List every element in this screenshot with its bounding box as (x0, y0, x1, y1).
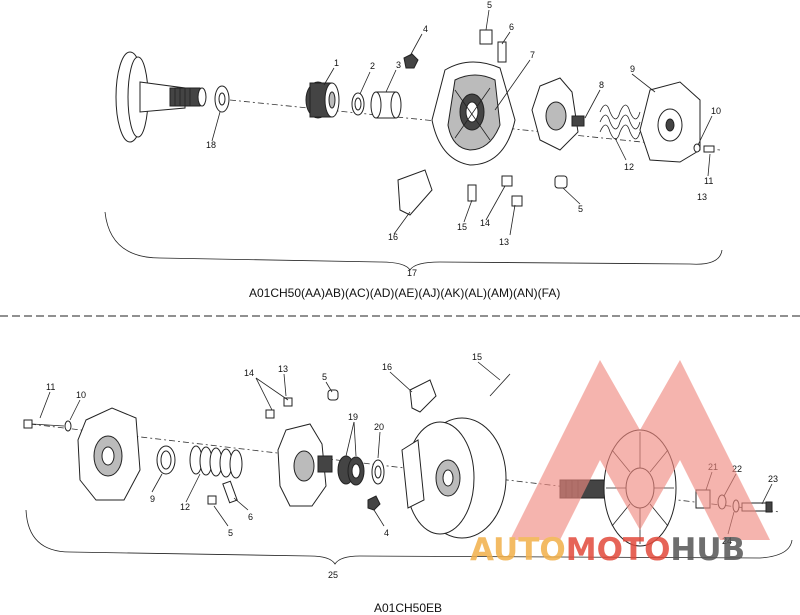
bottom-part-bushings (337, 455, 365, 486)
top-callout-6: 6 (509, 22, 514, 32)
bottom-part-ring-20 (371, 459, 385, 485)
bottom-part-bolt-15 (489, 373, 511, 397)
bottom-part-cover (77, 407, 141, 501)
bottom-callout-6: 6 (248, 512, 253, 522)
top-part-fixed-sheave (115, 51, 207, 143)
bottom-part-nut (367, 495, 381, 511)
bottom-part-cap (327, 389, 339, 401)
bottom-part-weight (409, 379, 437, 413)
bottom-callout-12: 12 (180, 502, 190, 512)
top-callout-15: 15 (457, 222, 467, 232)
top-part-spider (531, 77, 585, 151)
top-exploded-view: 1 2 3 4 5 6 7 8 9 10 11 12 13 14 15 16 1… (104, 0, 723, 300)
bottom-callout-5: 5 (322, 372, 327, 382)
top-part-washer (214, 85, 230, 113)
bottom-callout-11: 11 (46, 382, 55, 392)
top-callout-12: 12 (624, 162, 634, 172)
top-part-spring (599, 104, 641, 140)
bottom-part-spider (277, 423, 333, 507)
top-part-bushing (305, 81, 340, 119)
top-part-cover (639, 81, 701, 163)
top-callout-5b: 5 (578, 204, 583, 214)
bottom-callout-5b: 5 (228, 528, 233, 538)
bottom-assembly-bracket (25, 509, 793, 565)
top-part-bolt-15 (467, 184, 477, 202)
bottom-callout-15: 15 (472, 352, 482, 362)
watermark-text-auto: AUTO (470, 532, 566, 568)
bottom-part-bolt (23, 419, 65, 429)
automotohub-watermark: AUTOMOTOHUB (470, 360, 770, 568)
top-leader-lines (211, 9, 713, 236)
top-part-pins (479, 29, 507, 63)
bottom-callout-24: 24 (722, 536, 732, 546)
bottom-part-ring (156, 445, 176, 475)
bottom-callout-16: 16 (382, 362, 392, 372)
bottom-callout-13: 13 (278, 364, 288, 374)
top-callout-13: 13 (499, 237, 509, 247)
top-callout-7: 7 (530, 50, 535, 60)
bottom-callout-22: 22 (732, 464, 742, 474)
watermark-text-moto: MOTO (566, 532, 671, 568)
top-callout-13b: 13 (697, 192, 707, 202)
bottom-part-nuts (265, 397, 293, 419)
top-callout-2: 2 (370, 61, 375, 71)
top-model-label: A01CH50(AA)AB)(AC)(AD)(AE)(AJ)(AK)(AL)(A… (249, 286, 560, 300)
top-callout-17: 17 (407, 268, 417, 278)
top-callout-18: 18 (206, 140, 216, 150)
top-callouts: 1 2 3 4 5 6 7 8 9 10 11 12 13 14 15 16 1… (206, 0, 721, 278)
top-callout-8: 8 (599, 80, 604, 90)
top-assembly-bracket (104, 211, 723, 271)
top-callout-5: 5 (487, 0, 492, 10)
top-part-nut-14 (501, 175, 523, 207)
bottom-callout-19: 19 (348, 412, 358, 422)
top-callout-4: 4 (423, 24, 428, 34)
top-part-movable-sheave (431, 61, 516, 166)
bottom-part-spring (189, 445, 243, 479)
bottom-callout-25: 25 (328, 570, 338, 580)
top-callout-3: 3 (396, 60, 401, 70)
watermark-text-hub: HUB (670, 532, 745, 568)
top-part-cap-5 (554, 175, 568, 189)
top-callout-9: 9 (630, 64, 635, 74)
top-callout-10: 10 (711, 106, 721, 116)
top-callout-16: 16 (388, 232, 398, 242)
watermark-mountain-logo (510, 360, 770, 540)
top-callout-14: 14 (480, 218, 490, 228)
bottom-model-label: A01CH50EB (374, 601, 442, 615)
top-callout-11: 11 (704, 176, 713, 186)
top-part-ring (351, 92, 365, 116)
top-callout-1: 1 (334, 58, 339, 68)
bottom-part-pin (207, 480, 238, 505)
bottom-part-movable-sheave (401, 417, 507, 539)
top-part-bolt (693, 143, 715, 153)
bottom-callout-23: 23 (768, 474, 778, 484)
watermark-text: AUTOMOTOHUB (470, 532, 745, 568)
top-part-weight (397, 169, 433, 216)
bottom-callout-20: 20 (374, 422, 384, 432)
top-center-line (229, 99, 721, 151)
bottom-part-washer (64, 420, 72, 432)
bottom-callout-9: 9 (150, 494, 155, 504)
bottom-callout-4: 4 (384, 528, 389, 538)
bottom-callout-14: 14 (244, 368, 254, 378)
top-part-nut (403, 53, 419, 69)
top-part-spacer (370, 91, 402, 119)
bottom-callout-10: 10 (76, 390, 86, 400)
